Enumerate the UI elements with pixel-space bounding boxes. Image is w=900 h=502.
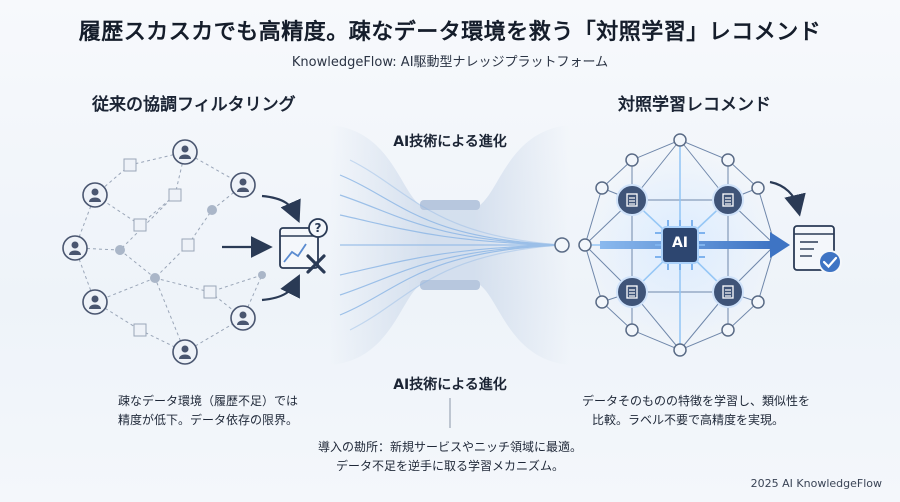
user-node-icons bbox=[62, 139, 256, 365]
right-desc-line2: 比較。ラベル不要で高精度を実現。 bbox=[592, 413, 785, 427]
broken-chart-icon: ? bbox=[279, 218, 328, 274]
data-flow-lines bbox=[339, 159, 561, 331]
middle-note: 導入の勘所：新規サービスやニッチ領域に最適。 データ不足を逆手に取る学習メカニズ… bbox=[250, 438, 650, 476]
left-desc-line1: 疎なデータ環境（履歴不足）では bbox=[118, 394, 299, 408]
left-description: 疎なデータ環境（履歴不足）では 精度が低下。データ依存の限界。 bbox=[118, 392, 298, 430]
footer-credit: 2025 AI KnowledgeFlow bbox=[750, 477, 882, 490]
funnel-shape bbox=[330, 125, 570, 365]
document-node-icons bbox=[616, 184, 744, 308]
middle-top-label: AI技術による進化 bbox=[393, 134, 507, 150]
middle-bottom-label: AI技術による進化 bbox=[393, 377, 507, 393]
ai-chip-icon bbox=[655, 220, 705, 270]
svg-text:?: ? bbox=[315, 221, 322, 235]
left-desc-line2: 精度が低下。データ依存の限界。 bbox=[118, 413, 299, 427]
left-network bbox=[62, 139, 266, 365]
page-subtitle: KnowledgeFlow: AI駆動型ナレッジプラットフォーム bbox=[291, 55, 609, 70]
left-heading: 従来の協調フィルタリング bbox=[92, 95, 296, 115]
right-desc-line1: データそのものの特徴を学習し、類似性を bbox=[582, 394, 811, 408]
ai-chip-label: AI bbox=[671, 235, 689, 251]
right-description: データそのものの特徴を学習し、類似性を 比較。ラベル不要で高精度を実現。 bbox=[582, 392, 810, 430]
middle-note-line2: データ不足を逆手に取る学習メカニズム。 bbox=[335, 459, 564, 473]
left-arrows bbox=[222, 194, 301, 302]
page-title: 履歴スカスカでも高精度。疎なデータ環境を救う「対照学習」レコメンド bbox=[78, 20, 822, 45]
middle-note-line1: 導入の勘所：新規サービスやニッチ領域に最適。 bbox=[317, 440, 582, 454]
right-heading: 対照学習レコメンド bbox=[618, 95, 771, 115]
recommendation-list-icon bbox=[793, 225, 842, 274]
